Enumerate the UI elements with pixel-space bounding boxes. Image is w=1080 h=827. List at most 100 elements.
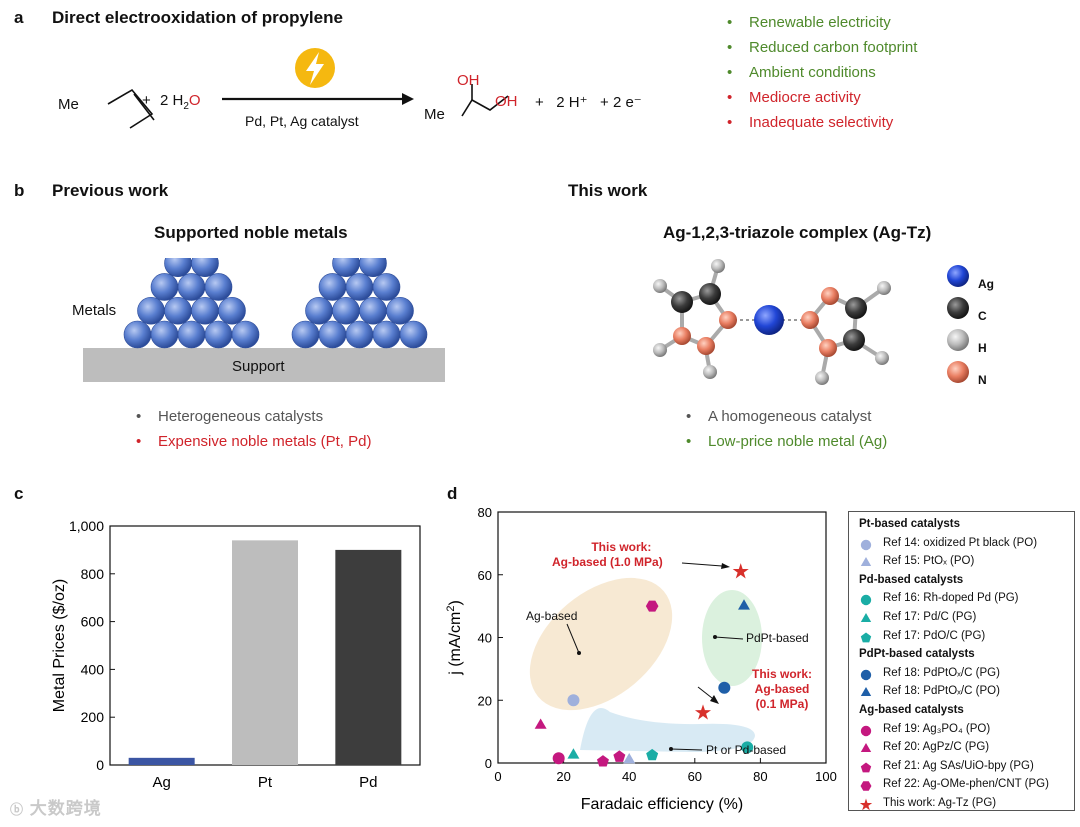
legend-marker: [860, 725, 872, 736]
plus-sign: +: [142, 92, 151, 109]
x-tick-label: 0: [494, 769, 501, 784]
legend-entry-label: Ref 22: Ag-OMe-phen/CNT (PG): [883, 778, 1049, 791]
this-work-title: This work: [568, 181, 648, 200]
bullet-item: • Ambient conditions: [727, 60, 917, 85]
y-tick-label: 0: [96, 757, 104, 773]
metal-sphere: [123, 320, 152, 349]
y-tick-label: 1,000: [69, 518, 104, 534]
bar-pt: [232, 540, 298, 765]
left-bullets: •Heterogeneous catalysts •Expensive nobl…: [136, 404, 371, 454]
pdpt-based-label: PdPt-based: [746, 631, 809, 645]
c-atom-icon: [947, 297, 969, 319]
support-label: Support: [232, 358, 285, 375]
bar-ag: [128, 757, 195, 765]
lightning-icon: [295, 48, 335, 88]
legend-entry-label: Ref 16: Rh-doped Pd (PG): [883, 592, 1019, 605]
bullet-dot: •: [727, 39, 733, 56]
panel-b-label: b: [14, 181, 25, 200]
x-tick-label: Pd: [359, 774, 377, 791]
bullet-text: Reduced carbon footprint: [749, 39, 918, 56]
bullet-item: •Mediocre activity: [727, 85, 917, 110]
metal-sphere: [345, 320, 374, 349]
bar-pd: [335, 549, 402, 765]
legend-marker: [859, 798, 873, 811]
legend-marker-pentagon: [860, 762, 872, 773]
reaction-scheme: [107, 48, 509, 129]
metal-sphere: [291, 320, 320, 349]
reaction-arrow-head: [402, 93, 414, 105]
metal-sphere: [318, 273, 347, 301]
watermark-logo-icon: ⓑ: [10, 802, 25, 817]
y-tick-label: 20: [478, 693, 492, 708]
catalyst-label: Pd, Pt, Ag catalyst: [245, 113, 359, 129]
bullet-dot: •: [136, 408, 142, 425]
bullet-text: Ambient conditions: [749, 64, 876, 81]
pt-pd-based-label: Pt or Pd-based: [706, 743, 787, 757]
legend-entry-label: Ref 17: PdO/C (PG): [883, 629, 986, 642]
metals-label: Metals: [72, 302, 117, 319]
data-point-star: [732, 563, 749, 579]
pt-pd-based-region: [580, 707, 755, 752]
legend-marker: [860, 687, 872, 697]
panel-a-title: Direct electrooxidation of propylene: [52, 8, 343, 27]
metal-sphere: [191, 296, 219, 325]
bullet-text: Renewable electricity: [749, 14, 891, 31]
ag-atom-icon: [947, 265, 969, 287]
data-point-triangle: [623, 752, 636, 764]
data-point-hexagon: [645, 600, 659, 612]
panel-c-label: c: [14, 484, 24, 503]
atom-label: N: [978, 373, 987, 387]
metal-sphere: [177, 320, 206, 349]
data-point-circle: [567, 694, 580, 707]
bullet-dot: •: [686, 433, 692, 450]
bullet-text: Inadequate selectivity: [749, 114, 894, 131]
y-tick-label: 80: [478, 505, 492, 520]
legend-marker: [860, 781, 872, 792]
metal-sphere: [164, 296, 192, 325]
metal-sphere: [218, 296, 246, 325]
metal-sphere: [305, 296, 333, 325]
legend-marker-circle: [860, 725, 872, 736]
legend-group-heading: Pd-based catalysts: [859, 573, 964, 586]
data-point-triangle: [567, 748, 580, 759]
legend-marker-pentagon: [860, 632, 872, 643]
metal-sphere: [359, 296, 387, 325]
bullet-text: Low-price noble metal (Ag): [708, 433, 888, 450]
this-work-high-annotation: This work: Ag-based (1.0 MPa): [552, 540, 663, 569]
legend-entry-label: Ref 19: Ag₃PO₄ (PO): [883, 722, 991, 735]
bullet-item: • Inadequate selectivity: [727, 110, 917, 135]
metal-sphere: [359, 258, 387, 278]
metal-sphere: [372, 320, 401, 349]
bullet-dot: •: [727, 64, 733, 81]
legend-marker-star: [859, 798, 873, 811]
supported-metals-subtitle: Supported noble metals: [154, 223, 348, 242]
y-tick-label: 0: [485, 756, 492, 771]
propylene-bond: [107, 88, 154, 129]
metal-sphere: [399, 320, 428, 349]
legend-entry-label: Ref 18: PdPtOₓ/C (PO): [883, 685, 1000, 698]
atom-legend-labels: Ag C H N: [978, 268, 994, 396]
ag-based-region: [529, 577, 673, 711]
right-bullets: •A homogeneous catalyst • Low-price noble…: [686, 404, 887, 454]
data-point-star: [694, 704, 712, 720]
ag-based-label: Ag-based: [526, 609, 578, 623]
water-formula: 2 H2O: [160, 92, 201, 112]
watermark: ⓑ 大数跨境: [10, 799, 102, 818]
data-point-circle: [741, 741, 754, 754]
metal-sphere: [204, 273, 233, 301]
legend-marker: [860, 762, 872, 773]
panel-a-bullets: • Renewable electricity • Reduced carbon f…: [727, 10, 917, 135]
bullet-dot: •: [727, 114, 733, 131]
x-tick-label: 80: [753, 769, 767, 784]
byproducts: + 2 H⁺ + 2 e⁻: [535, 94, 642, 111]
legend-entry-label: Ref 14: oxidized Pt black (PO): [883, 536, 1038, 549]
silver-atom: [754, 305, 784, 335]
y-tick-label: 60: [478, 568, 492, 583]
bullet-item: • Reduced carbon footprint: [727, 35, 917, 60]
bullet-item: •A homogeneous catalyst: [686, 404, 887, 429]
bullet-item: •Expensive noble metals (Pt, Pd): [136, 429, 371, 454]
metal-pyramid-right: [291, 258, 428, 349]
y-tick-label: 600: [81, 614, 105, 630]
metal-sphere: [231, 320, 260, 349]
